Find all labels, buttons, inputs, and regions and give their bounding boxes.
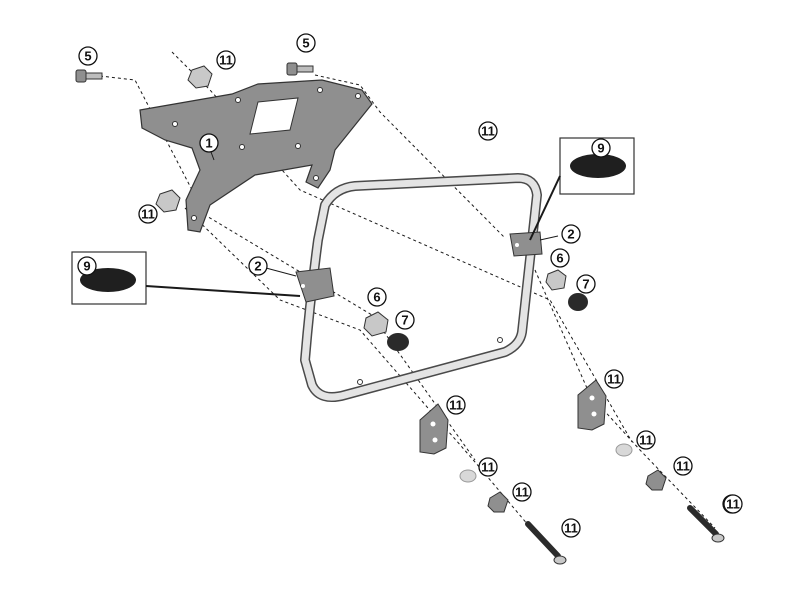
- callout-label: 11: [515, 485, 529, 500]
- axis-line-right-bolt: [314, 74, 506, 239]
- callout-label: 11: [141, 207, 155, 222]
- callout-11: 11: [673, 456, 693, 476]
- callout-label: 6: [556, 251, 563, 266]
- callout-circle: [576, 274, 596, 294]
- callout-circle: [591, 138, 611, 158]
- callout-2: 2: [248, 256, 268, 276]
- callout-label: 9: [83, 259, 90, 274]
- callout-circle: [77, 256, 97, 276]
- callout-1: 1: [199, 133, 219, 153]
- callout-circle: [199, 133, 219, 153]
- callout-circle: [138, 204, 158, 224]
- callout-circle: [561, 224, 581, 244]
- callout-5: 5: [296, 33, 316, 53]
- part-callouts: 51151111192679267111111111111111111: [77, 33, 743, 538]
- callout-circle: [512, 482, 532, 502]
- callout-circle: [478, 457, 498, 477]
- callout-2: 2: [561, 224, 581, 244]
- callout-circle: [367, 287, 387, 307]
- callout-label: 7: [582, 277, 589, 292]
- callout-11: 11: [216, 50, 236, 70]
- hex-nut-top: [187, 65, 213, 89]
- callout-label: 11: [219, 53, 233, 68]
- callout-11: 11: [138, 204, 158, 224]
- callout-label: 11: [607, 372, 621, 387]
- screw-right: [687, 505, 725, 543]
- adhesive-pad-icon: [570, 154, 626, 178]
- callout-circle: [78, 46, 98, 66]
- callout-circle: [296, 33, 316, 53]
- callout-label: 2: [254, 259, 261, 274]
- callout-label: 11: [449, 398, 463, 413]
- clamp-left: [295, 267, 335, 303]
- washer-left: [459, 469, 477, 483]
- mounting-plate: [139, 79, 373, 233]
- callout-circle: [446, 395, 466, 415]
- spacer-left: [487, 491, 509, 513]
- callout-label: 5: [84, 49, 91, 64]
- callout-circle: [604, 369, 624, 389]
- axis-line-upper-nut: [171, 51, 633, 443]
- side-frame: [300, 173, 542, 402]
- callout-7: 7: [395, 310, 415, 330]
- cap-nut-left: [363, 311, 389, 337]
- callout-circle: [673, 456, 693, 476]
- callout-6: 6: [550, 248, 570, 268]
- callout-9: 9: [591, 138, 611, 158]
- callout-11: 11: [478, 121, 498, 141]
- leader-lines: [145, 143, 561, 297]
- callout-label: 6: [373, 290, 380, 305]
- callout-5: 5: [78, 46, 98, 66]
- bolt-top-right: [286, 62, 314, 76]
- callout-label: 11: [676, 459, 690, 474]
- callout-11: 11: [446, 395, 466, 415]
- callout-11: 11: [604, 369, 624, 389]
- callout-circle: [395, 310, 415, 330]
- callout-label: 11: [639, 433, 653, 448]
- callout-6: 6: [367, 287, 387, 307]
- lower-bracket-right: [577, 379, 607, 431]
- callout-label: 7: [401, 313, 408, 328]
- washer-right: [615, 443, 633, 457]
- callout-11: 11: [512, 482, 532, 502]
- callout-label: 11: [481, 124, 495, 139]
- rubber-cap-right: [568, 293, 588, 311]
- callout-circle: [636, 430, 656, 450]
- callout-11: 11: [478, 457, 498, 477]
- callout-11: 11: [636, 430, 656, 450]
- hex-nut-left: [155, 189, 181, 213]
- callout-11: 11: [561, 518, 581, 538]
- callout-circle: [550, 248, 570, 268]
- callout-9: 9: [77, 256, 97, 276]
- callout-label: 5: [302, 36, 309, 51]
- adhesive-pad-icon: [80, 268, 136, 292]
- callout-label: 11: [726, 497, 740, 512]
- spacer-right: [645, 469, 667, 491]
- callout-label: 2: [567, 227, 574, 242]
- callout-circle: [723, 494, 743, 514]
- cap-nut-right: [545, 269, 567, 291]
- callout-7: 7: [576, 274, 596, 294]
- callout-label: 11: [564, 521, 578, 536]
- axis-line-right-lower: [534, 269, 716, 529]
- callout-circle: [561, 518, 581, 538]
- lower-bracket-left: [419, 403, 449, 455]
- callout-circle: [216, 50, 236, 70]
- callout-label: 9: [597, 141, 604, 156]
- rubber-cap-left: [387, 333, 409, 351]
- axis-line-lower-nut: [184, 207, 546, 546]
- callout-11: 11: [723, 494, 743, 514]
- screw-left: [525, 521, 567, 565]
- callout-circle: [248, 256, 268, 276]
- callout-label: 11: [481, 460, 495, 475]
- callout-label: 1: [205, 136, 212, 151]
- callout-circle: [478, 121, 498, 141]
- bolt-top-left: [75, 69, 103, 83]
- clamp-right: [509, 231, 543, 257]
